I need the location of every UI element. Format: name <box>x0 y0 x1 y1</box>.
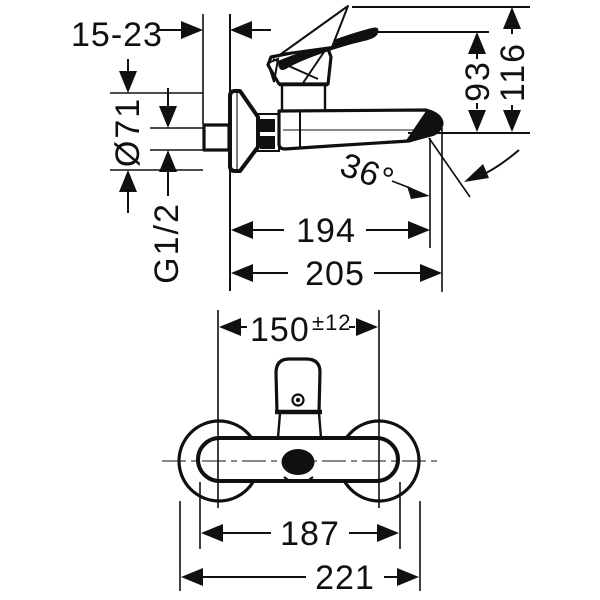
dim-overall-width-label: 221 <box>315 559 375 597</box>
dim-hole-spacing: 150 ±12 <box>217 310 380 508</box>
dimension-arrows <box>468 32 486 132</box>
dim-escutcheon-diameter-label: Ø71 <box>109 97 147 167</box>
aerator-outlet <box>281 449 315 475</box>
dim-hole-spacing-tolerance-label: ±12 <box>312 310 352 335</box>
side-view <box>202 5 530 291</box>
angle-face-line <box>428 137 471 198</box>
dim-total-projection: 205 <box>231 128 443 293</box>
extension-lines <box>179 501 421 591</box>
dim-wall-offset-label: 15-23 <box>71 16 163 54</box>
dim-total-height: 116 <box>494 7 532 132</box>
dim-total-projection-label: 205 <box>305 255 365 293</box>
dim-hole-spacing-label: 150 <box>250 311 310 349</box>
leader-line <box>391 180 411 189</box>
lever-blade <box>278 27 379 70</box>
dimension-arrows <box>231 264 442 282</box>
leader-arrow <box>407 186 430 199</box>
spout-tip-face <box>405 111 441 142</box>
lever-neck <box>276 411 323 440</box>
dim-lever-height: 93 <box>459 32 497 132</box>
dim-lever-height-label: 93 <box>459 60 497 102</box>
thread-nut <box>202 123 231 152</box>
dim-wall-offset: 15-23 <box>71 14 271 124</box>
cartridge-housing <box>280 82 327 112</box>
dimension-arrows <box>181 21 252 39</box>
extension-lines <box>217 310 380 508</box>
spout-under-marks <box>283 476 314 483</box>
dim-spout-reach-label: 194 <box>296 212 356 250</box>
extension-lines <box>110 92 203 171</box>
front-view <box>162 357 437 503</box>
dimension-arrows <box>159 106 177 172</box>
dim-thread-label: G1/2 <box>148 202 186 284</box>
dim-body-width: 187 <box>199 482 401 553</box>
dim-overall-width: 221 <box>179 501 421 597</box>
lever-front <box>274 357 322 414</box>
connector-seal-top <box>260 119 275 132</box>
dim-spout-angle: 36° <box>335 137 520 200</box>
extension-lines <box>199 482 401 549</box>
dimension-arrows <box>201 524 399 542</box>
lever-notch <box>266 57 280 83</box>
dim-body-width-label: 187 <box>280 515 340 553</box>
connector-seal-bottom <box>260 136 275 149</box>
escutcheon-cone <box>228 89 260 173</box>
dim-spout-reach: 194 <box>231 138 431 250</box>
dim-spout-angle-label: 36° <box>335 146 399 200</box>
dim-total-height-label: 116 <box>494 42 532 102</box>
extension-lines <box>150 127 203 151</box>
lever-pin-center <box>295 397 301 403</box>
dimension-arrows <box>231 221 430 239</box>
dim-escutcheon-diameter: Ø71 <box>109 59 203 213</box>
dim-thread: G1/2 <box>148 88 203 284</box>
angle-arc-arrow <box>464 164 489 182</box>
lever-tip-sliver <box>280 5 349 55</box>
